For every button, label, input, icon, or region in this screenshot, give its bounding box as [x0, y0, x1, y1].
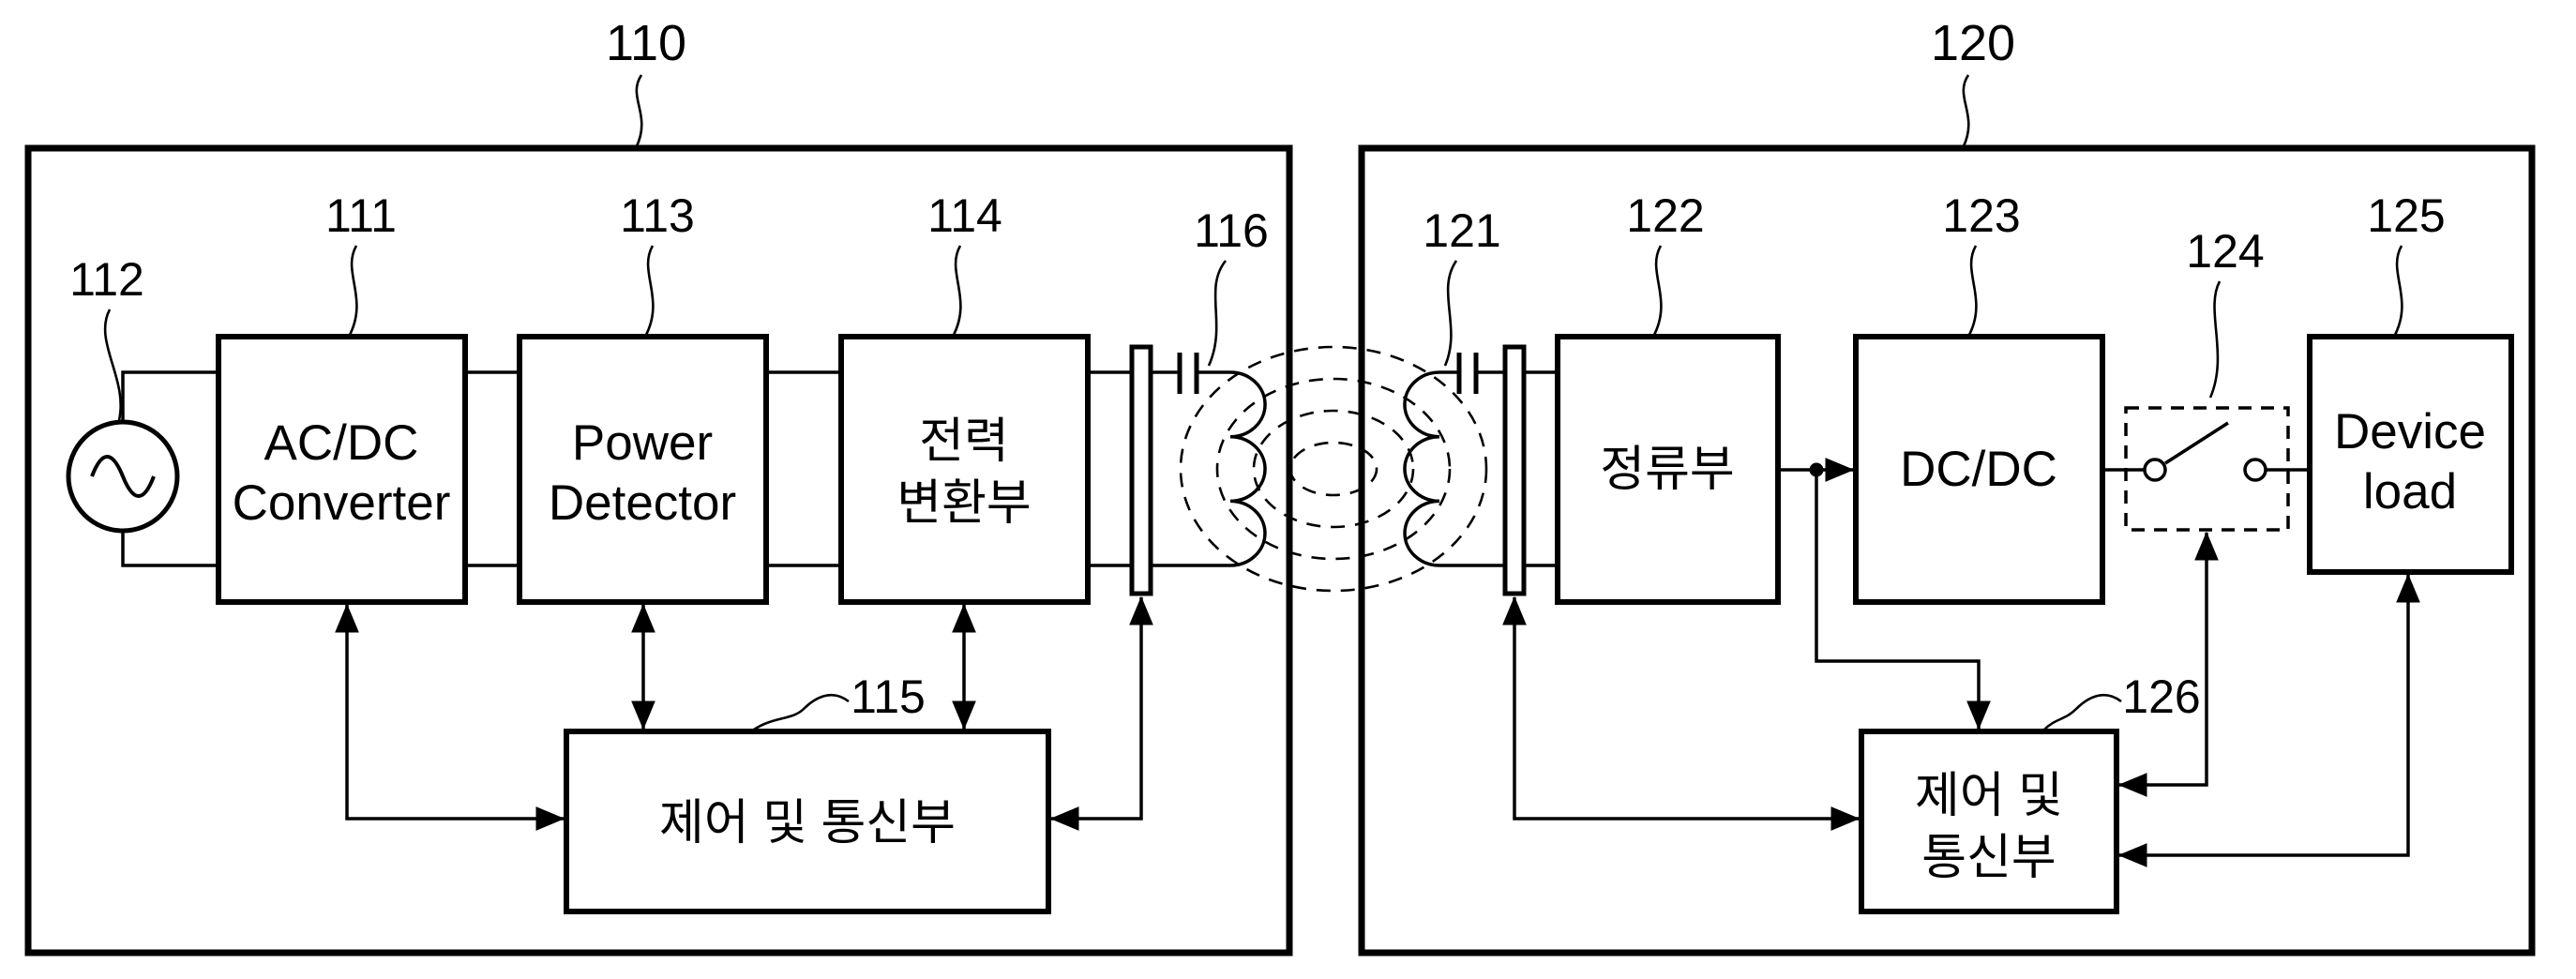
receiver-box: [1358, 144, 2536, 956]
leader-120: [1961, 74, 1970, 149]
rectifier-label: 정류부: [1600, 443, 1735, 497]
leader-125: [2392, 245, 2403, 338]
ref-label-123: 123: [1942, 189, 2020, 242]
wire-source-bottom: [121, 531, 218, 567]
power-detector-label-2: Detector: [549, 475, 736, 531]
ref-label-121: 121: [1423, 204, 1500, 257]
dcdc-converter-box: [1853, 334, 2105, 605]
magnetic-field-lines: [1179, 345, 1488, 593]
leader-111: [347, 245, 358, 338]
control-arrows: [335, 458, 2420, 867]
leader-122: [1651, 245, 1663, 338]
tx-capacitor-symbol: [1177, 353, 1199, 394]
power-detector-label-1: Power: [572, 415, 713, 471]
dcdc-converter-label: DC/DC: [1900, 442, 2057, 497]
leader-124: [2208, 280, 2222, 399]
rx-control-comm-label-1: 제어 및: [1915, 769, 2063, 823]
ref-label-122: 122: [1626, 189, 1704, 242]
power-conversion-label-2: 변환부: [896, 476, 1032, 531]
power-detector-box: [517, 334, 769, 605]
device-load-box: [2307, 334, 2514, 575]
leader-116: [1207, 260, 1228, 367]
acdc-converter-box: [216, 334, 468, 605]
arrow-acdc-control: [335, 603, 565, 831]
arrow-rx-resonator-control: [1502, 595, 1860, 831]
ref-label-126: 126: [2122, 670, 2200, 723]
reference-leaders: [103, 74, 2403, 731]
arrow-control-load: [2117, 573, 2420, 867]
switch-blade: [2164, 421, 2229, 465]
ref-label-115: 115: [851, 670, 926, 723]
arrow-rectifier-control-elbow: [1815, 470, 1991, 730]
arrow-control-tx-resonator: [1049, 595, 1153, 831]
leader-126: [2043, 693, 2122, 730]
tx-control-comm-box: [564, 729, 1051, 914]
sine-wave-icon: [90, 455, 156, 498]
ref-label-125: 125: [2367, 189, 2445, 242]
arrow-control-switch: [2117, 531, 2219, 797]
transmitter-box: [24, 144, 1293, 956]
acdc-converter-label-2: Converter: [233, 475, 451, 531]
device-load-label-2: load: [2363, 464, 2457, 520]
tx-power-wires: [121, 370, 1230, 567]
rx-control-comm-box: [1859, 729, 2119, 914]
tx-resonator-bar: [1129, 344, 1153, 596]
switch-dashed-box: [2124, 406, 2290, 532]
leader-114: [951, 245, 962, 338]
leader-123: [1966, 245, 1978, 338]
ref-label-120: 120: [1931, 15, 2015, 71]
rx-coil-symbol: [1403, 370, 1440, 567]
leader-115: [753, 693, 850, 731]
ref-label-112: 112: [69, 253, 144, 306]
power-conversion-box: [838, 334, 1091, 605]
ac-source-symbol: [66, 419, 180, 534]
rx-resonator-bar: [1502, 344, 1527, 596]
leader-113: [643, 245, 655, 338]
rx-capacitor-symbol: [1456, 353, 1479, 394]
acdc-converter-label-1: AC/DC: [264, 415, 419, 471]
ref-label-111: 111: [325, 189, 397, 242]
rx-control-comm-label-2: 통신부: [1921, 831, 2056, 885]
ref-label-110: 110: [606, 15, 686, 71]
wire-source-top: [121, 370, 218, 422]
leader-110: [634, 74, 643, 149]
ref-label-116: 116: [1194, 204, 1269, 257]
ref-label-124: 124: [2186, 225, 2264, 278]
leader-121: [1443, 260, 1458, 367]
tx-coil-symbol: [1229, 370, 1267, 567]
ref-label-113: 113: [620, 189, 695, 242]
switch-symbol: [2124, 406, 2290, 532]
ref-label-114: 114: [927, 189, 1002, 242]
power-conversion-label-1: 전력: [919, 414, 1009, 469]
tx-control-comm-label: 제어 및 통신부: [659, 796, 956, 851]
device-load-label-1: Device: [2334, 404, 2486, 459]
leader-112: [103, 309, 122, 421]
